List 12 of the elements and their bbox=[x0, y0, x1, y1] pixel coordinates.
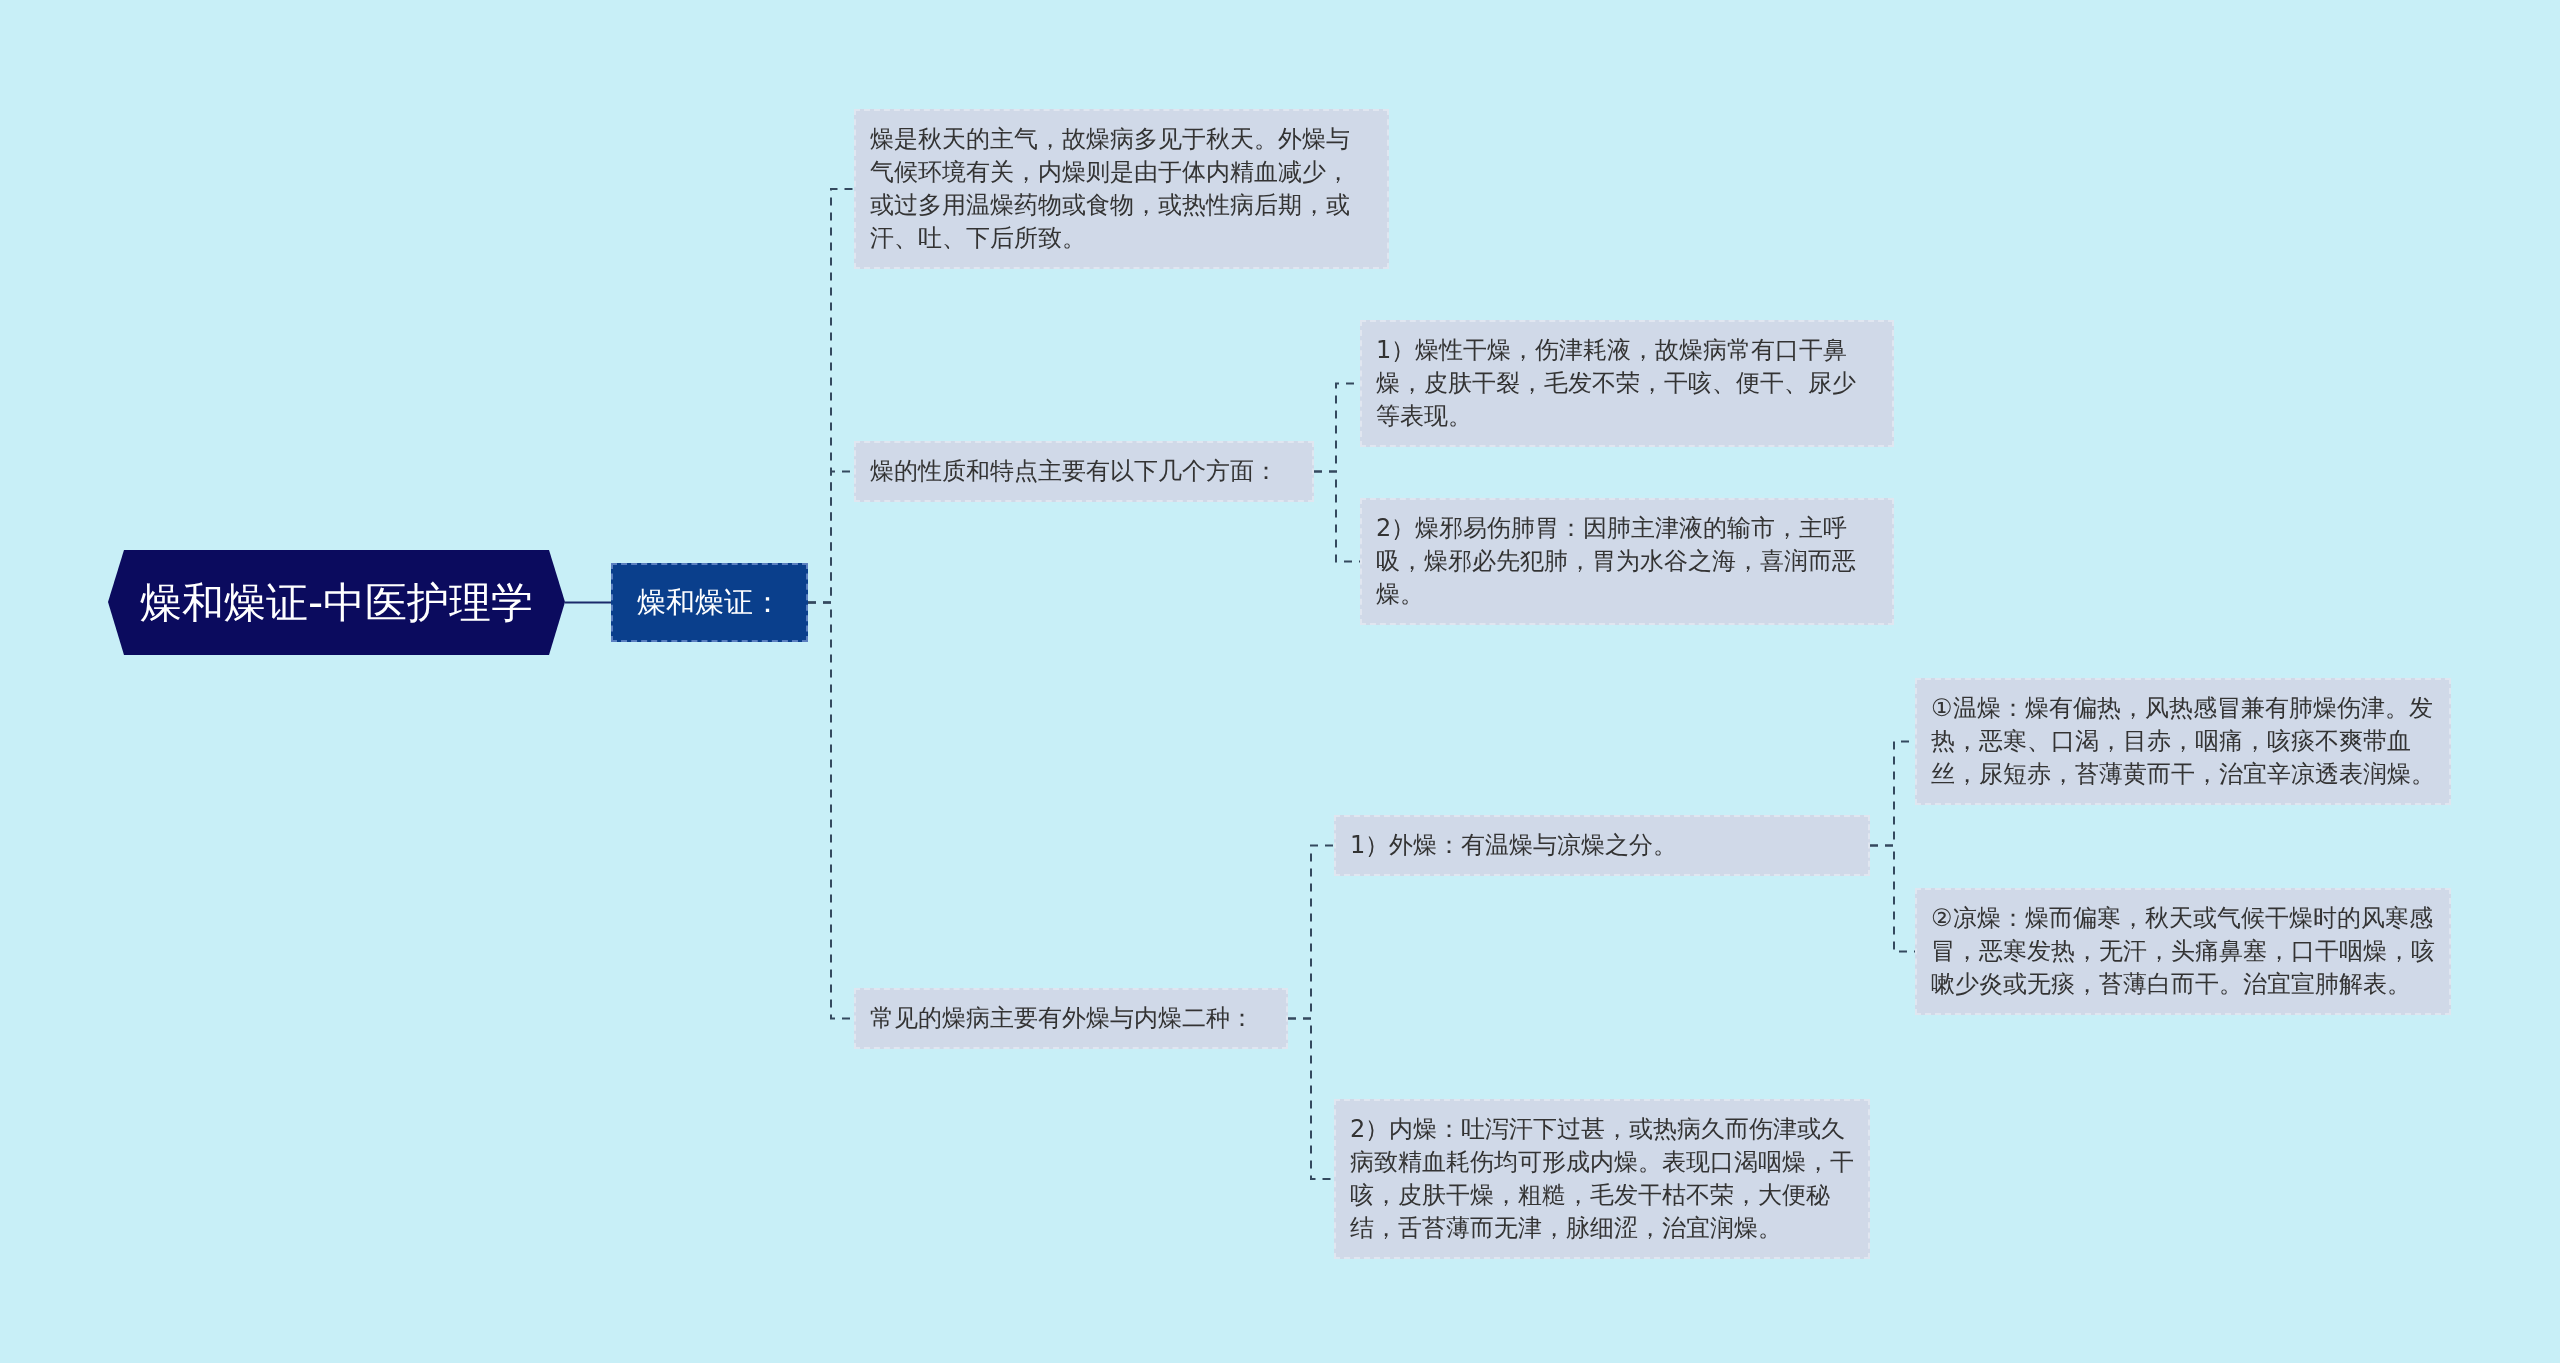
text-box: 燥是秋天的主气，故燥病多见于秋天。外燥与气候环境有关，内燥则是由于体内精血减少，或过多用温燥药物或食物，或热性病后期，或汗、吐、下后所致。 bbox=[854, 109, 1389, 269]
title-box: 燥和燥证-中医护理学 bbox=[108, 550, 565, 655]
connector-line bbox=[564, 601, 612, 604]
text-box: 燥的性质和特点主要有以下几个方面： bbox=[854, 441, 1314, 502]
text-box: 2）内燥：吐泻汗下过甚，或热病久而伤津或久病致精血耗伤均可形成内燥。表现口渴咽燥，干咳，皮肤干燥，粗糙，毛发干枯不荣，大便秘结，舌苔薄而无津，脉细涩，治宜润燥。 bbox=[1334, 1099, 1870, 1259]
text-box: 1）燥性干燥，伤津耗液，故燥病常有口干鼻燥，皮肤干裂，毛发不荣，干咳、便干、尿少等表现。 bbox=[1360, 320, 1894, 447]
text-box: ①温燥：燥有偏热，风热感冒兼有肺燥伤津。发热，恶寒、口渴，目赤，咽痛，咳痰不爽带血丝，尿短赤，苔薄黄而干，治宜辛凉透表润燥。 bbox=[1915, 678, 2451, 805]
text-box: 常见的燥病主要有外燥与内燥二种： bbox=[854, 988, 1288, 1049]
text-box: ②凉燥：燥而偏寒，秋天或气候干燥时的风寒感冒，恶寒发热，无汗，头痛鼻塞，口干咽燥，咳嗽少炎或无痰，苔薄白而干。治宜宣肺解表。 bbox=[1915, 888, 2451, 1015]
topic-box: 燥和燥证： bbox=[611, 563, 808, 642]
text-box: 2）燥邪易伤肺胃：因肺主津液的输市，主呼吸，燥邪必先犯肺，胃为水谷之海，喜润而恶燥。 bbox=[1360, 498, 1894, 625]
text-box: 1）外燥：有温燥与凉燥之分。 bbox=[1334, 815, 1870, 876]
